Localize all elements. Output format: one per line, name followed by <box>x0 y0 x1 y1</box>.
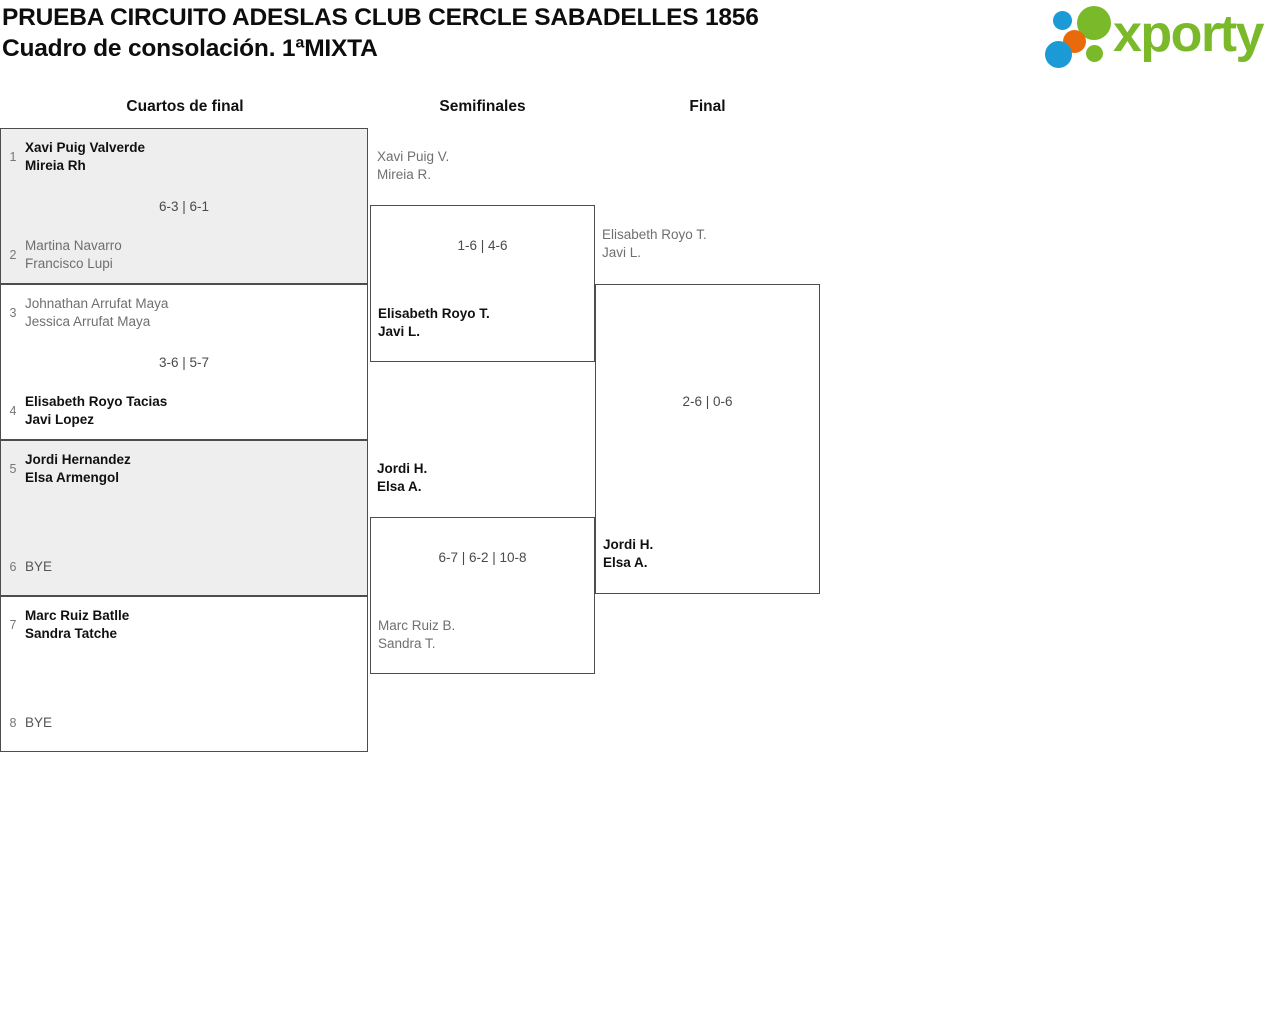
logo-dot-blue-small-icon <box>1053 11 1072 30</box>
player-line-2: Javi Lopez <box>25 412 95 427</box>
semifinal-1-top-player-names[interactable]: Xavi Puig V. Mireia R. <box>377 148 449 184</box>
round-header-quarterfinals: Cuartos de final <box>126 98 244 115</box>
player-line-1: Marc Ruiz B. <box>378 618 456 633</box>
seed-number: 2 <box>9 247 17 262</box>
player-names: BYE <box>25 714 367 732</box>
seed-number: 3 <box>9 305 17 320</box>
player-line-2: Mireia Rh <box>25 158 86 173</box>
draw-subtitle: Cuadro de consolación. 1ªMIXTA <box>2 35 378 62</box>
seed-number: 4 <box>9 403 17 418</box>
match-score: 6-7 | 6-2 | 10-8 <box>438 550 527 565</box>
player-line-1: BYE <box>25 715 53 730</box>
player-line-1: Martina Navarro <box>25 238 122 253</box>
match-box-semifinal-2[interactable]: 6-7 | 6-2 | 10-8 Marc Ruiz B. Sandra T. <box>370 517 595 674</box>
logo-dots-icon <box>1045 3 1117 68</box>
final-bottom-player-names[interactable]: Jordi H. Elsa A. <box>603 536 653 572</box>
semifinal-1-bottom-player-names[interactable]: Elisabeth Royo T. Javi L. <box>378 305 490 341</box>
player-line-2: Francisco Lupi <box>25 256 113 271</box>
player-line-1: Marc Ruiz Batlle <box>25 608 130 623</box>
player-line-1: Elisabeth Royo T. <box>602 227 707 242</box>
semifinal-2-bottom-player-names[interactable]: Marc Ruiz B. Sandra T. <box>378 617 455 653</box>
match-score: 2-6 | 0-6 <box>682 394 733 409</box>
player-line-1: Xavi Puig V. <box>377 149 450 164</box>
player-line-2: Mireia R. <box>377 167 432 182</box>
player-line-1: Elisabeth Royo Tacias <box>25 394 168 409</box>
match-score: 6-3 | 6-1 <box>158 199 210 214</box>
match-box-final[interactable]: 2-6 | 0-6 Jordi H. Elsa A. <box>595 284 820 594</box>
round-header-semifinals: Semifinales <box>439 98 526 115</box>
player-line-2: Jessica Arrufat Maya <box>25 314 151 329</box>
tournament-title: PRUEBA CIRCUITO ADESLAS CLUB CERCLE SABA… <box>2 4 759 31</box>
title-block: PRUEBA CIRCUITO ADESLAS CLUB CERCLE SABA… <box>2 2 1022 64</box>
player-line-2: Javi L. <box>378 324 421 339</box>
player-line-1: Jordi Hernandez <box>25 452 131 467</box>
semifinal-2-top-player-names[interactable]: Jordi H. Elsa A. <box>377 460 427 496</box>
player-line-1: Jordi H. <box>603 537 654 552</box>
seed-number: 1 <box>9 149 17 164</box>
final-top-player-names[interactable]: Elisabeth Royo T. Javi L. <box>602 226 707 262</box>
seed-number: 7 <box>9 617 17 632</box>
player-line-2: Sandra Tatche <box>25 626 118 641</box>
player-line-1: Johnathan Arrufat Maya <box>25 296 169 311</box>
match-score: 1-6 | 4-6 <box>457 238 508 253</box>
player-line-2: Elsa Armengol <box>25 470 120 485</box>
player-line-1: Elisabeth Royo T. <box>378 306 490 321</box>
seed-number: 8 <box>9 715 17 730</box>
player-line-1: Jordi H. <box>377 461 428 476</box>
player-line-2: Elsa A. <box>603 555 648 570</box>
round-header-final: Final <box>689 98 726 115</box>
player-line-1: BYE <box>25 559 53 574</box>
match-slot-seed-6[interactable]: 6 BYE <box>1 547 367 587</box>
seed-number: 5 <box>9 461 17 476</box>
player-line-2: Javi L. <box>602 245 642 260</box>
match-box-semifinal-1[interactable]: 1-6 | 4-6 Elisabeth Royo T. Javi L. <box>370 205 595 362</box>
player-line-2: Elsa A. <box>377 479 422 494</box>
match-score: 3-6 | 5-7 <box>158 355 210 370</box>
match-slot-seed-8[interactable]: 8 BYE <box>1 703 367 743</box>
player-names: BYE <box>25 558 367 576</box>
player-line-1: Xavi Puig Valverde <box>25 140 146 155</box>
xporty-logo[interactable]: xporty <box>1045 3 1277 68</box>
logo-dot-blue-large-icon <box>1045 41 1072 68</box>
logo-wordmark: xporty <box>1113 5 1264 63</box>
player-line-2: Sandra T. <box>378 636 436 651</box>
logo-dot-green-small-icon <box>1086 45 1103 62</box>
page-header: PRUEBA CIRCUITO ADESLAS CLUB CERCLE SABA… <box>0 0 1280 88</box>
seed-number: 6 <box>9 559 17 574</box>
